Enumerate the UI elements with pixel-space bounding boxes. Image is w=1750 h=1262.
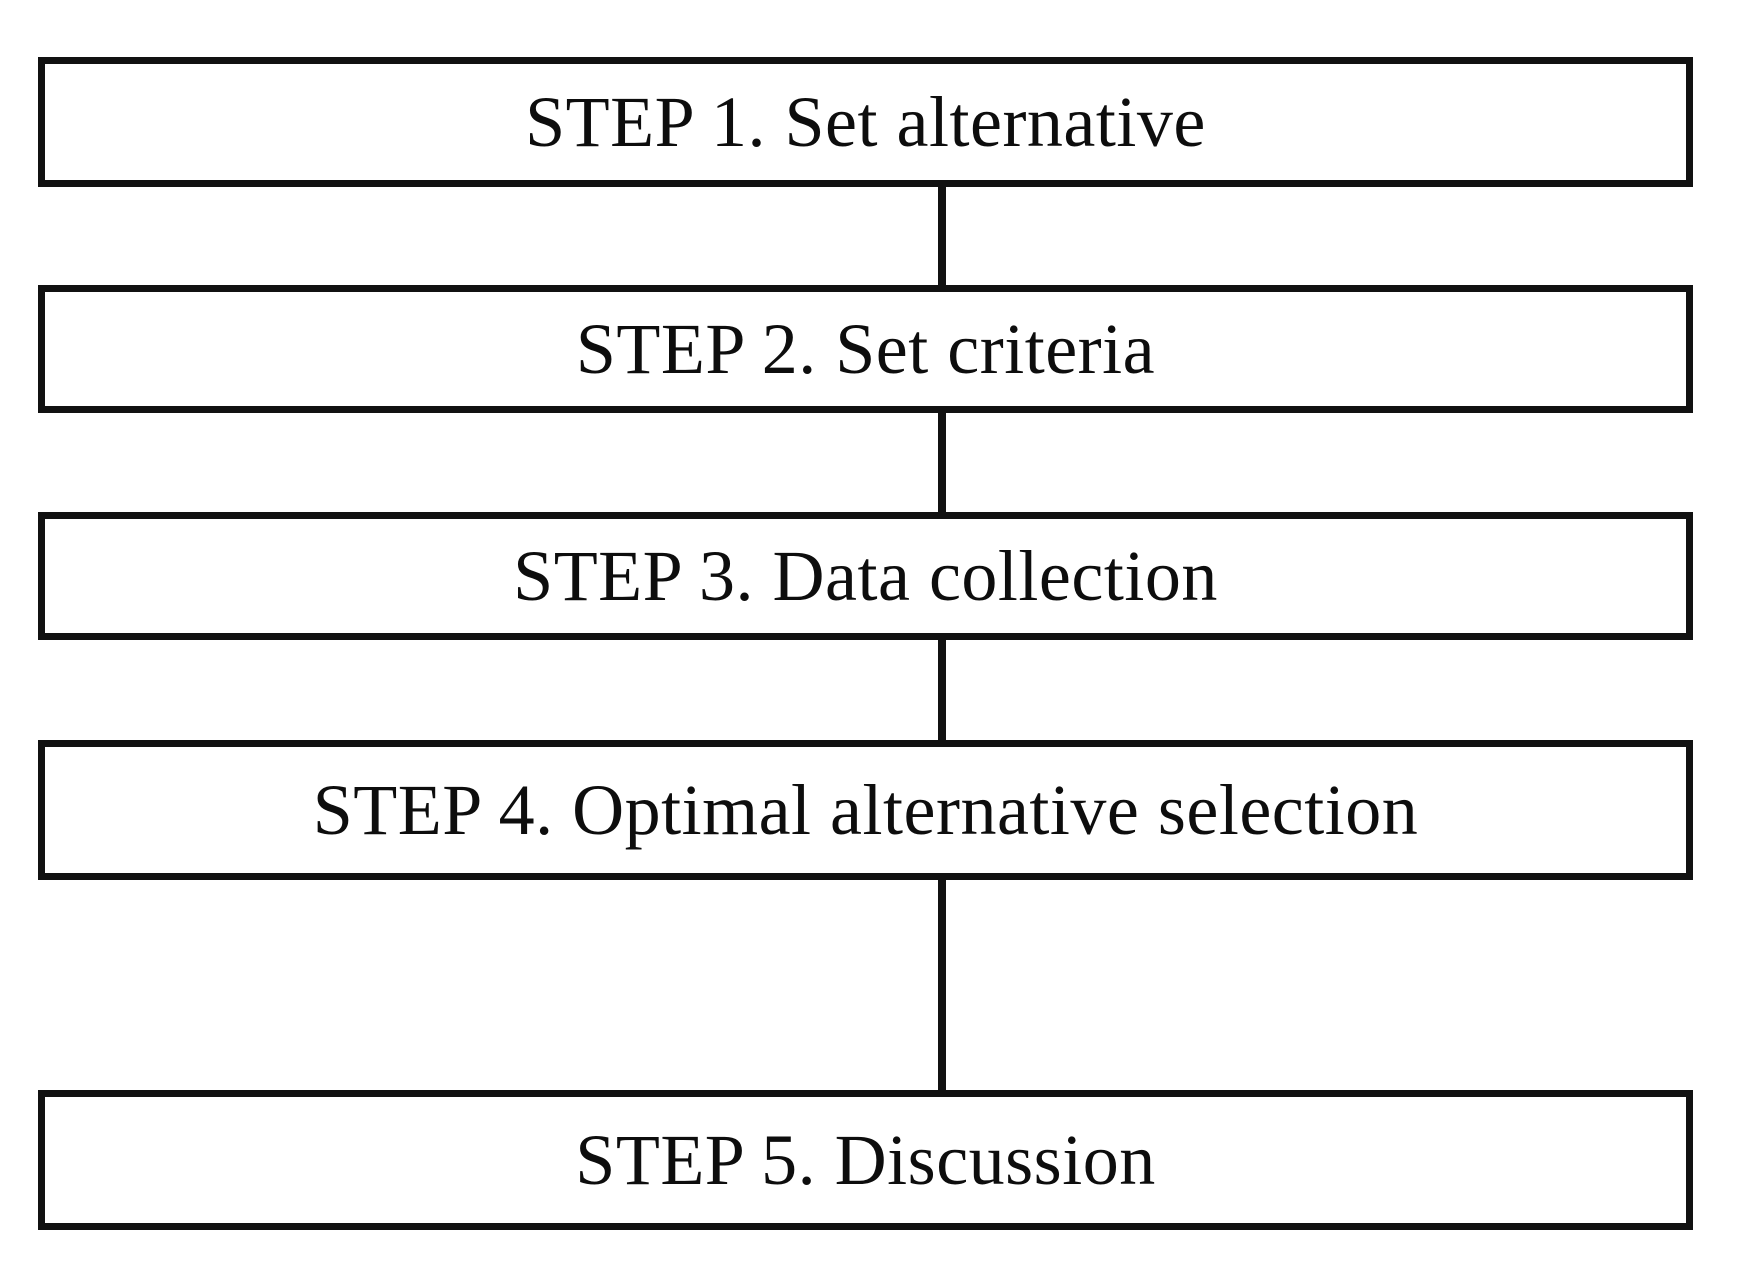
flowchart-node-label-step-4: STEP 4. Optimal alternative selection [312, 770, 1419, 850]
flowchart-node-label-step-3: STEP 3. Data collection [513, 536, 1218, 616]
connector-step-1-to-step-2 [938, 183, 946, 289]
flowchart-node-label-step-5: STEP 5. Discussion [575, 1120, 1156, 1200]
flowchart-node-step-4[interactable]: STEP 4. Optimal alternative selection [38, 740, 1693, 880]
flowchart-node-label-step-1: STEP 1. Set alternative [525, 82, 1206, 162]
connector-step-3-to-step-4 [938, 636, 946, 744]
connector-step-2-to-step-3 [938, 409, 946, 516]
flowchart-node-label-step-2: STEP 2. Set criteria [575, 309, 1156, 389]
flowchart-node-step-2[interactable]: STEP 2. Set criteria [38, 285, 1693, 413]
flowchart-node-step-3[interactable]: STEP 3. Data collection [38, 512, 1693, 640]
flowchart-node-step-1[interactable]: STEP 1. Set alternative [38, 57, 1693, 187]
flowchart-node-step-5[interactable]: STEP 5. Discussion [38, 1090, 1693, 1230]
connector-step-4-to-step-5 [938, 876, 946, 1094]
